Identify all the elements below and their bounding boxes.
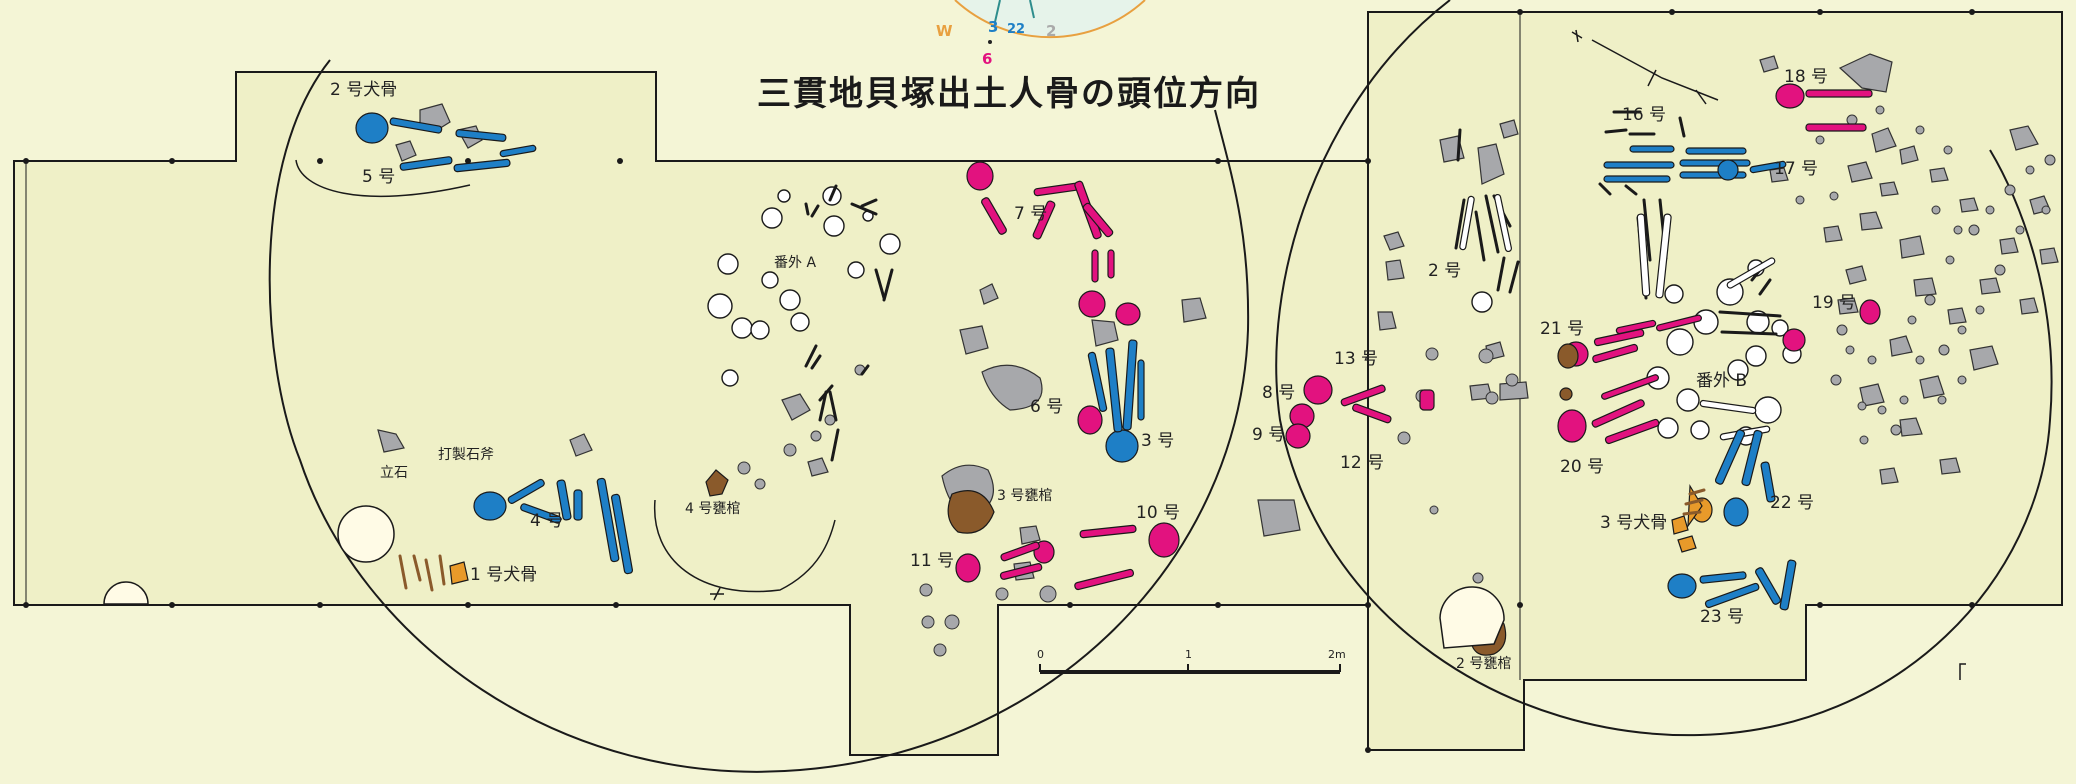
- label-b8: 8 号: [1262, 383, 1295, 403]
- label-jar3: 3 号甕棺: [997, 487, 1052, 504]
- survey-marks: [23, 9, 1975, 753]
- compass-3: 3: [988, 18, 998, 36]
- label-b11: 11 号: [910, 551, 954, 571]
- scale-2m: 2m: [1328, 648, 1346, 661]
- label-b18: 18 号: [1784, 67, 1828, 87]
- bones-magenta: [955, 83, 1881, 591]
- compass-22: 22: [1007, 22, 1025, 37]
- dog-bones-orange: [398, 488, 1706, 592]
- label-extraB: 番外 B: [1696, 371, 1747, 391]
- label-b23: 23 号: [1700, 607, 1744, 627]
- label-dog2: 2 号犬骨: [330, 80, 397, 100]
- scale-0: 0: [1037, 648, 1044, 661]
- label-b2: 2 号: [1428, 261, 1461, 281]
- scale-1: 1: [1185, 648, 1192, 661]
- scale-bar: 0 1 2m: [1037, 648, 1346, 674]
- label-b10: 10 号: [1136, 503, 1180, 523]
- label-extraA: 番外 A: [774, 255, 816, 271]
- stone-scatter: [737, 105, 2056, 657]
- label-b22: 22 号: [1770, 493, 1814, 513]
- label-b12: 12 号: [1340, 453, 1384, 473]
- label-b16: 16 号: [1622, 105, 1666, 125]
- label-b7: 7 号: [1014, 204, 1047, 224]
- label-b5: 5 号: [362, 167, 395, 187]
- pit-circles: [268, 0, 2053, 773]
- label-stone-axe: 打製石斧: [438, 446, 494, 463]
- label-jar2: 2 号甕棺: [1456, 655, 1511, 672]
- label-standing-stone: 立石: [380, 465, 408, 481]
- bones-blue: [355, 112, 1797, 611]
- label-b20: 20 号: [1560, 457, 1604, 477]
- label-dog1: 1 号犬骨: [470, 565, 537, 585]
- label-b17: 17 号: [1774, 159, 1818, 179]
- label-jar4: 4 号甕棺: [685, 500, 740, 517]
- compass: W 3 22 2 6: [936, 0, 1146, 68]
- label-b6: 6 号: [1030, 397, 1063, 417]
- label-b21: 21 号: [1540, 319, 1584, 339]
- label-b9: 9 号: [1252, 425, 1285, 445]
- page-title: 三貫地貝塚出土人骨の頭位方向: [757, 74, 1261, 114]
- label-dog3: 3 号犬骨: [1600, 513, 1667, 533]
- compass-2: 2: [1046, 22, 1056, 40]
- compass-w: W: [936, 22, 953, 40]
- bones-white-long: [1459, 193, 1776, 441]
- pit-edge: [653, 499, 836, 593]
- label-b4: 4 号: [530, 511, 563, 531]
- misc-marks: [710, 29, 1966, 680]
- jar-outlines: [103, 505, 1505, 649]
- pit-edge: [295, 159, 471, 198]
- label-b19: 19 号: [1812, 293, 1856, 313]
- trench-outlines: [13, 11, 2063, 756]
- label-b3: 3 号: [1141, 431, 1174, 451]
- label-b13: 13 号: [1334, 349, 1378, 369]
- labels: 2 号犬骨 5 号 7 号 番外 A 6 号 3 号 立石 打製石斧 4 号 4…: [330, 67, 1856, 672]
- compass-6: 6: [982, 50, 992, 68]
- stones: [377, 53, 2059, 581]
